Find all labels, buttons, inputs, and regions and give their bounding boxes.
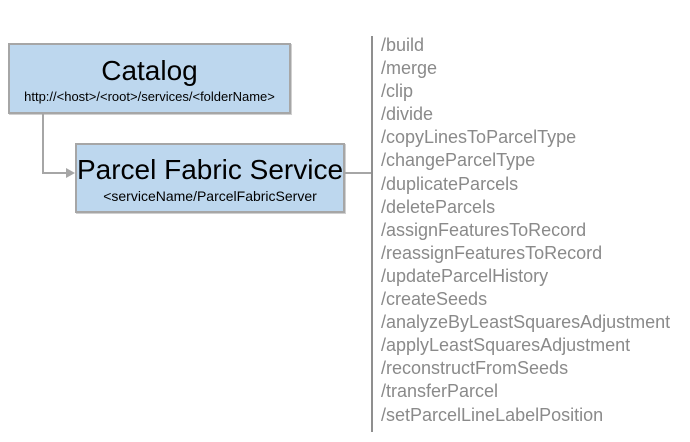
catalog-title: Catalog	[101, 54, 198, 86]
parcel-fabric-service-subtitle: <serviceName/ParcelFabricServer	[103, 188, 317, 204]
endpoint-item: /reassignFeaturesToRecord	[381, 242, 603, 263]
endpoint-item: /changeParcelType	[381, 150, 536, 171]
catalog-url: http://<host>/<root>/services/<folderNam…	[24, 88, 275, 104]
endpoint-item: /build	[381, 35, 425, 55]
endpoint-item: /reconstructFromSeeds	[381, 358, 569, 379]
endpoint-list: /build /merge /clip /divide /copyLinesTo…	[381, 34, 690, 427]
parcel-fabric-service-box: Parcel Fabric Service <serviceName/Parce…	[75, 143, 345, 213]
catalog-connector-vertical-line	[42, 114, 44, 174]
catalog-box: Catalog http://<host>/<root>/services/<f…	[8, 43, 291, 114]
endpoint-item: /analyzeByLeastSquaresAdjustment	[381, 312, 671, 333]
service-to-endpoints-connector-line	[345, 172, 372, 174]
endpoint-item: /updateParcelHistory	[381, 265, 549, 286]
parcel-fabric-service-title: Parcel Fabric Service	[76, 154, 344, 185]
endpoint-item: /transferParcel	[381, 381, 499, 402]
endpoint-item: /merge	[381, 58, 438, 79]
endpoint-item: /assignFeaturesToRecord	[381, 219, 587, 240]
catalog-connector-horizontal-line	[42, 172, 68, 174]
endpoint-item: /deleteParcels	[381, 196, 496, 217]
arrowhead-right-icon	[66, 168, 75, 178]
endpoint-item: /copyLinesToParcelType	[381, 127, 577, 148]
endpoint-item: /clip	[381, 81, 414, 102]
endpoint-item: /setParcelLineLabelPosition	[381, 404, 604, 425]
endpoint-item: /createSeeds	[381, 289, 488, 310]
endpoint-item: /applyLeastSquaresAdjustment	[381, 335, 631, 356]
endpoint-item: /divide	[381, 104, 434, 125]
endpoint-item: /duplicateParcels	[381, 173, 519, 194]
endpoint-divider-line	[371, 36, 373, 432]
